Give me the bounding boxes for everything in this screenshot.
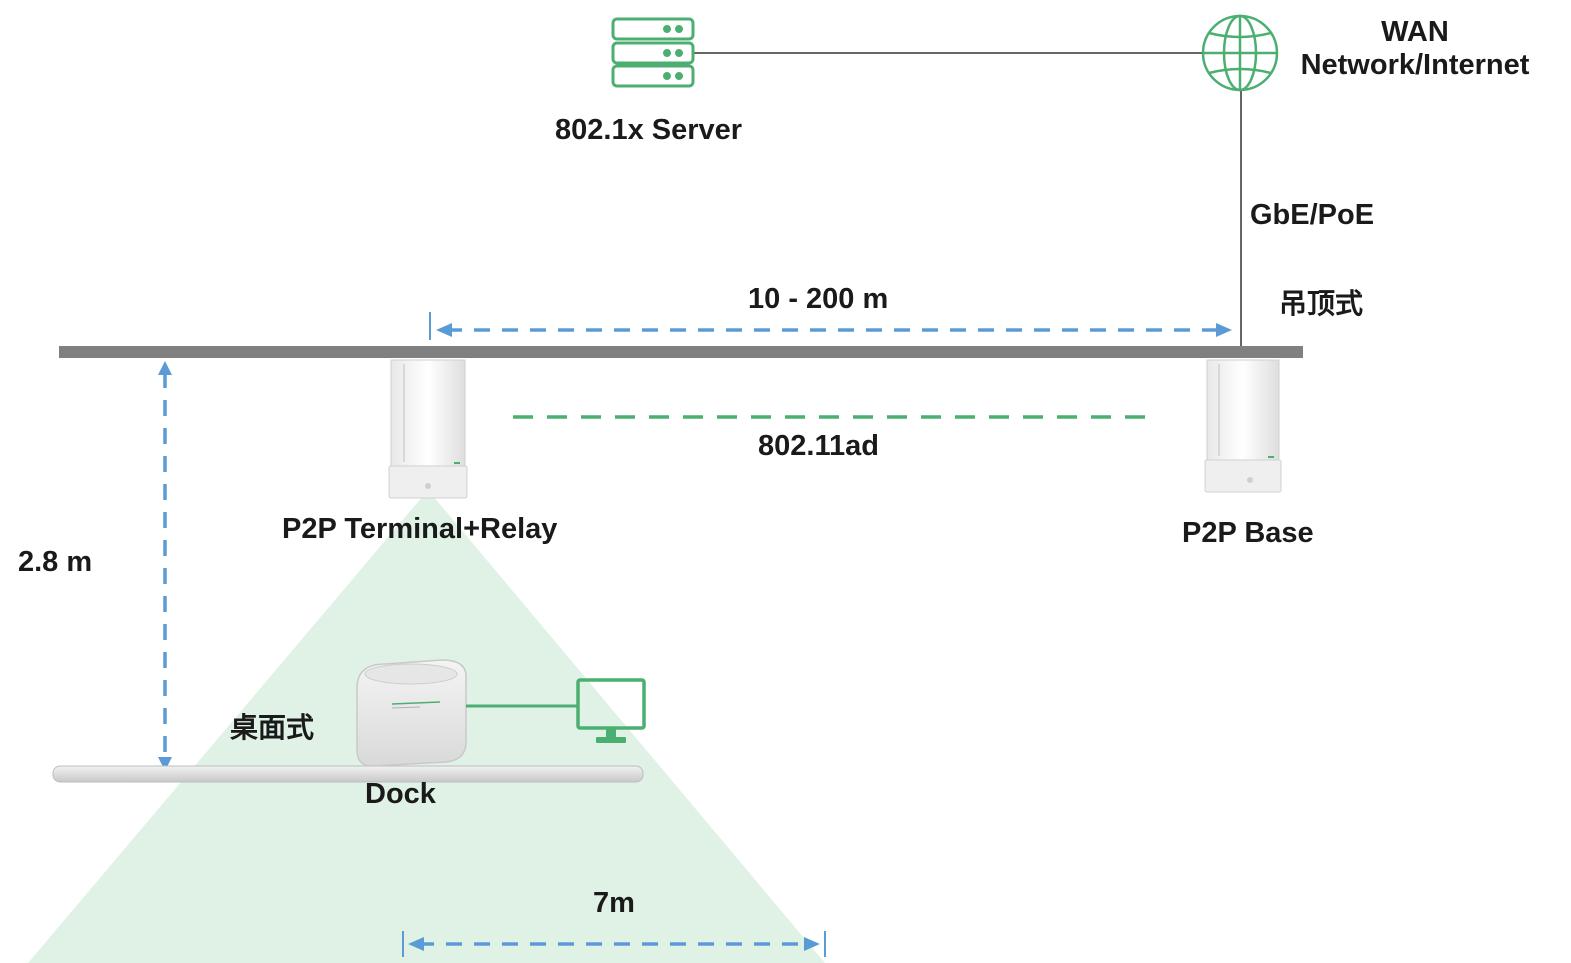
server-label: 802.1x Server xyxy=(555,114,743,146)
coverage-arrow xyxy=(402,931,826,957)
wireless-link-label: 802.11ad xyxy=(758,430,879,462)
server-icon xyxy=(611,17,695,88)
base-device xyxy=(1204,359,1282,493)
monitor-icon xyxy=(576,678,646,743)
ceiling-bar xyxy=(59,346,1303,358)
span-distance-label: 10 - 200 m xyxy=(748,283,889,315)
globe-icon xyxy=(1201,14,1279,92)
uplink-label: GbE/PoE xyxy=(1250,199,1375,231)
base-label: P2P Base xyxy=(1182,517,1314,549)
height-label: 2.8 m xyxy=(18,546,93,578)
wan-label-line2: Network/Internet xyxy=(1300,49,1530,82)
dock-device xyxy=(356,659,467,767)
coverage-label: 7m xyxy=(593,887,635,919)
wan-label: WAN Network/Internet xyxy=(1282,16,1548,83)
ceiling-mount-label: 吊顶式 xyxy=(1279,288,1364,319)
height-arrow xyxy=(158,361,172,771)
wan-label-line1: WAN xyxy=(1381,16,1449,48)
terminal-device xyxy=(388,359,468,499)
terminal-label: P2P Terminal+Relay xyxy=(282,513,558,545)
desk xyxy=(52,765,644,783)
span-distance-arrow xyxy=(429,312,1232,340)
desk-mount-label: 桌面式 xyxy=(230,712,315,743)
dock-label: Dock xyxy=(365,778,436,810)
